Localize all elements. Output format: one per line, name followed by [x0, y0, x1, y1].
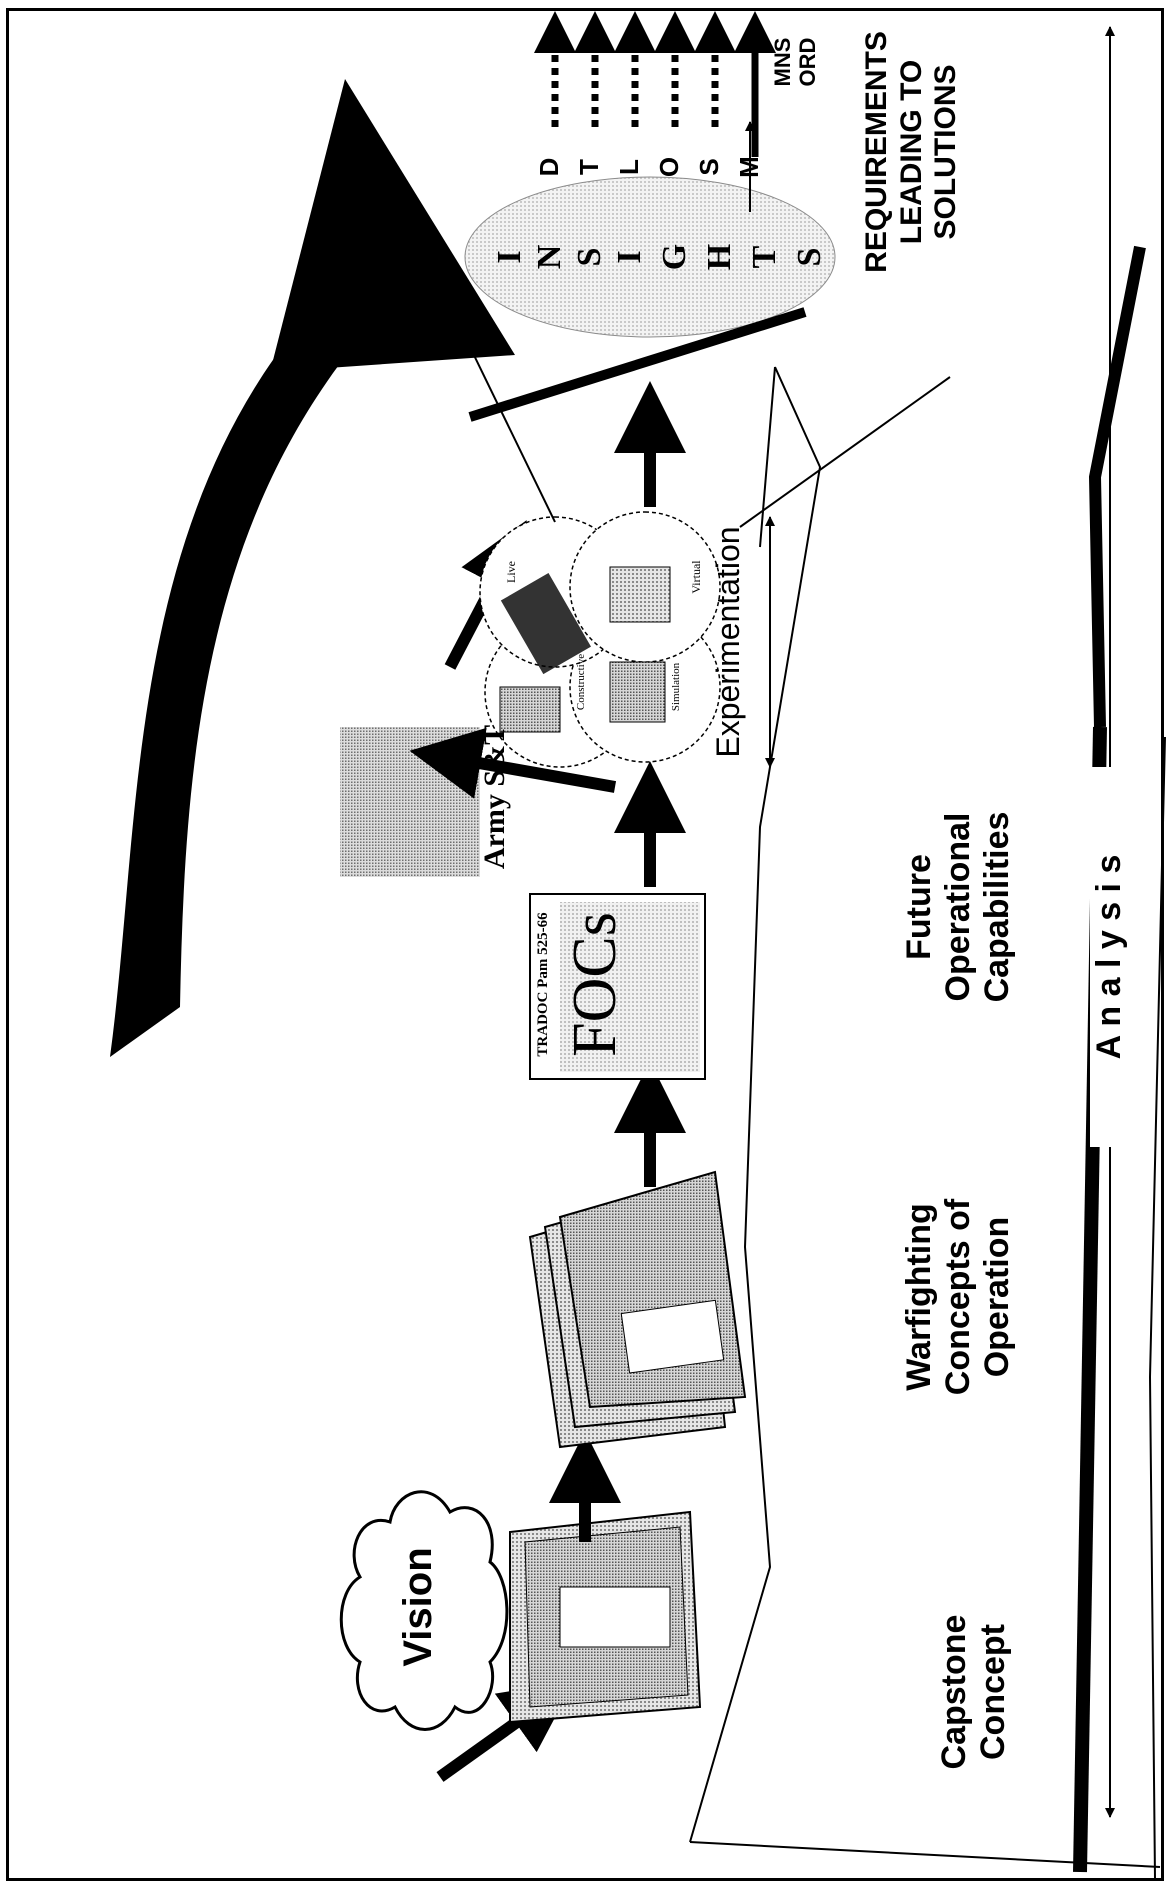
capstone-line2: Concept	[974, 1624, 1013, 1760]
capstone-label: Capstone Concept	[935, 1592, 1013, 1792]
foc-doc-header: TRADOC Pam 525-66	[535, 912, 551, 1057]
circle-label-constructive: Constructive	[575, 653, 587, 711]
insights-letter-5: G	[656, 243, 693, 271]
insights-ellipse	[464, 176, 951, 528]
insights-letter-1: I	[491, 250, 528, 264]
circle-label-simulation: Simulation	[670, 662, 682, 712]
feedback-loop-arrow	[110, 79, 515, 1057]
warfighting-line1: Warfighting	[900, 1203, 938, 1391]
warfighting-books	[528, 1061, 747, 1449]
requirements-label: REQUIREMENTS LEADING TO SOLUTIONS	[860, 7, 964, 297]
dtlomsm-letter-o: O	[654, 156, 684, 178]
dtlomsm-letter-s: S	[694, 158, 724, 176]
requirements-line1: REQUIREMENTS	[860, 31, 893, 273]
analysis-label: A n a l y s i s	[1090, 767, 1130, 1147]
insights-letter-7: T	[746, 245, 783, 269]
foc-line2: Operational	[939, 812, 978, 1002]
army-st-label: Army S&T	[478, 724, 511, 870]
foc-doc-title: FOCs	[561, 912, 629, 1057]
dtlomsm-arrows	[534, 11, 776, 212]
insights-letter-3: S	[571, 247, 608, 267]
insights-letter-2: N	[531, 244, 568, 270]
ord-label: ORD	[795, 37, 821, 87]
circle-label-live: Live	[504, 561, 518, 583]
mns-label: MNS	[770, 37, 795, 87]
dtlomsm-letter-d: D	[534, 157, 564, 177]
dtlomsm-letter-l: L	[614, 159, 644, 175]
insights-letter-8: S	[791, 247, 828, 267]
warfighting-label: Warfighting Concepts of Operation	[900, 1177, 1017, 1417]
foc-label: Future Operational Capabilities	[900, 787, 1017, 1027]
foc-document	[529, 761, 706, 1080]
requirements-line2: LEADING TO	[894, 59, 928, 245]
insights-letter-4: I	[611, 250, 648, 264]
experimentation-circles	[479, 381, 721, 768]
capstone-line1: Capstone	[935, 1614, 973, 1770]
insights-letter-6: H	[701, 243, 738, 271]
vision-label: Vision	[396, 1547, 440, 1667]
dtlomsm-letter-t: T	[574, 159, 604, 175]
circle-label-virtual: Virtual	[689, 560, 703, 594]
dtlomsm-letter-m: M	[734, 156, 764, 178]
requirements-line3: SOLUTIONS	[929, 64, 962, 240]
foc-line3: Capabilities	[978, 811, 1017, 1003]
experimentation-label: Experimentation	[710, 526, 746, 758]
foc-line1: Future	[900, 854, 938, 960]
warfighting-line3: Operation	[978, 1216, 1017, 1378]
mns-ord-label: MNS ORD	[770, 17, 821, 107]
warfighting-line2: Concepts of	[939, 1198, 978, 1396]
capstone-book	[509, 1431, 702, 1724]
